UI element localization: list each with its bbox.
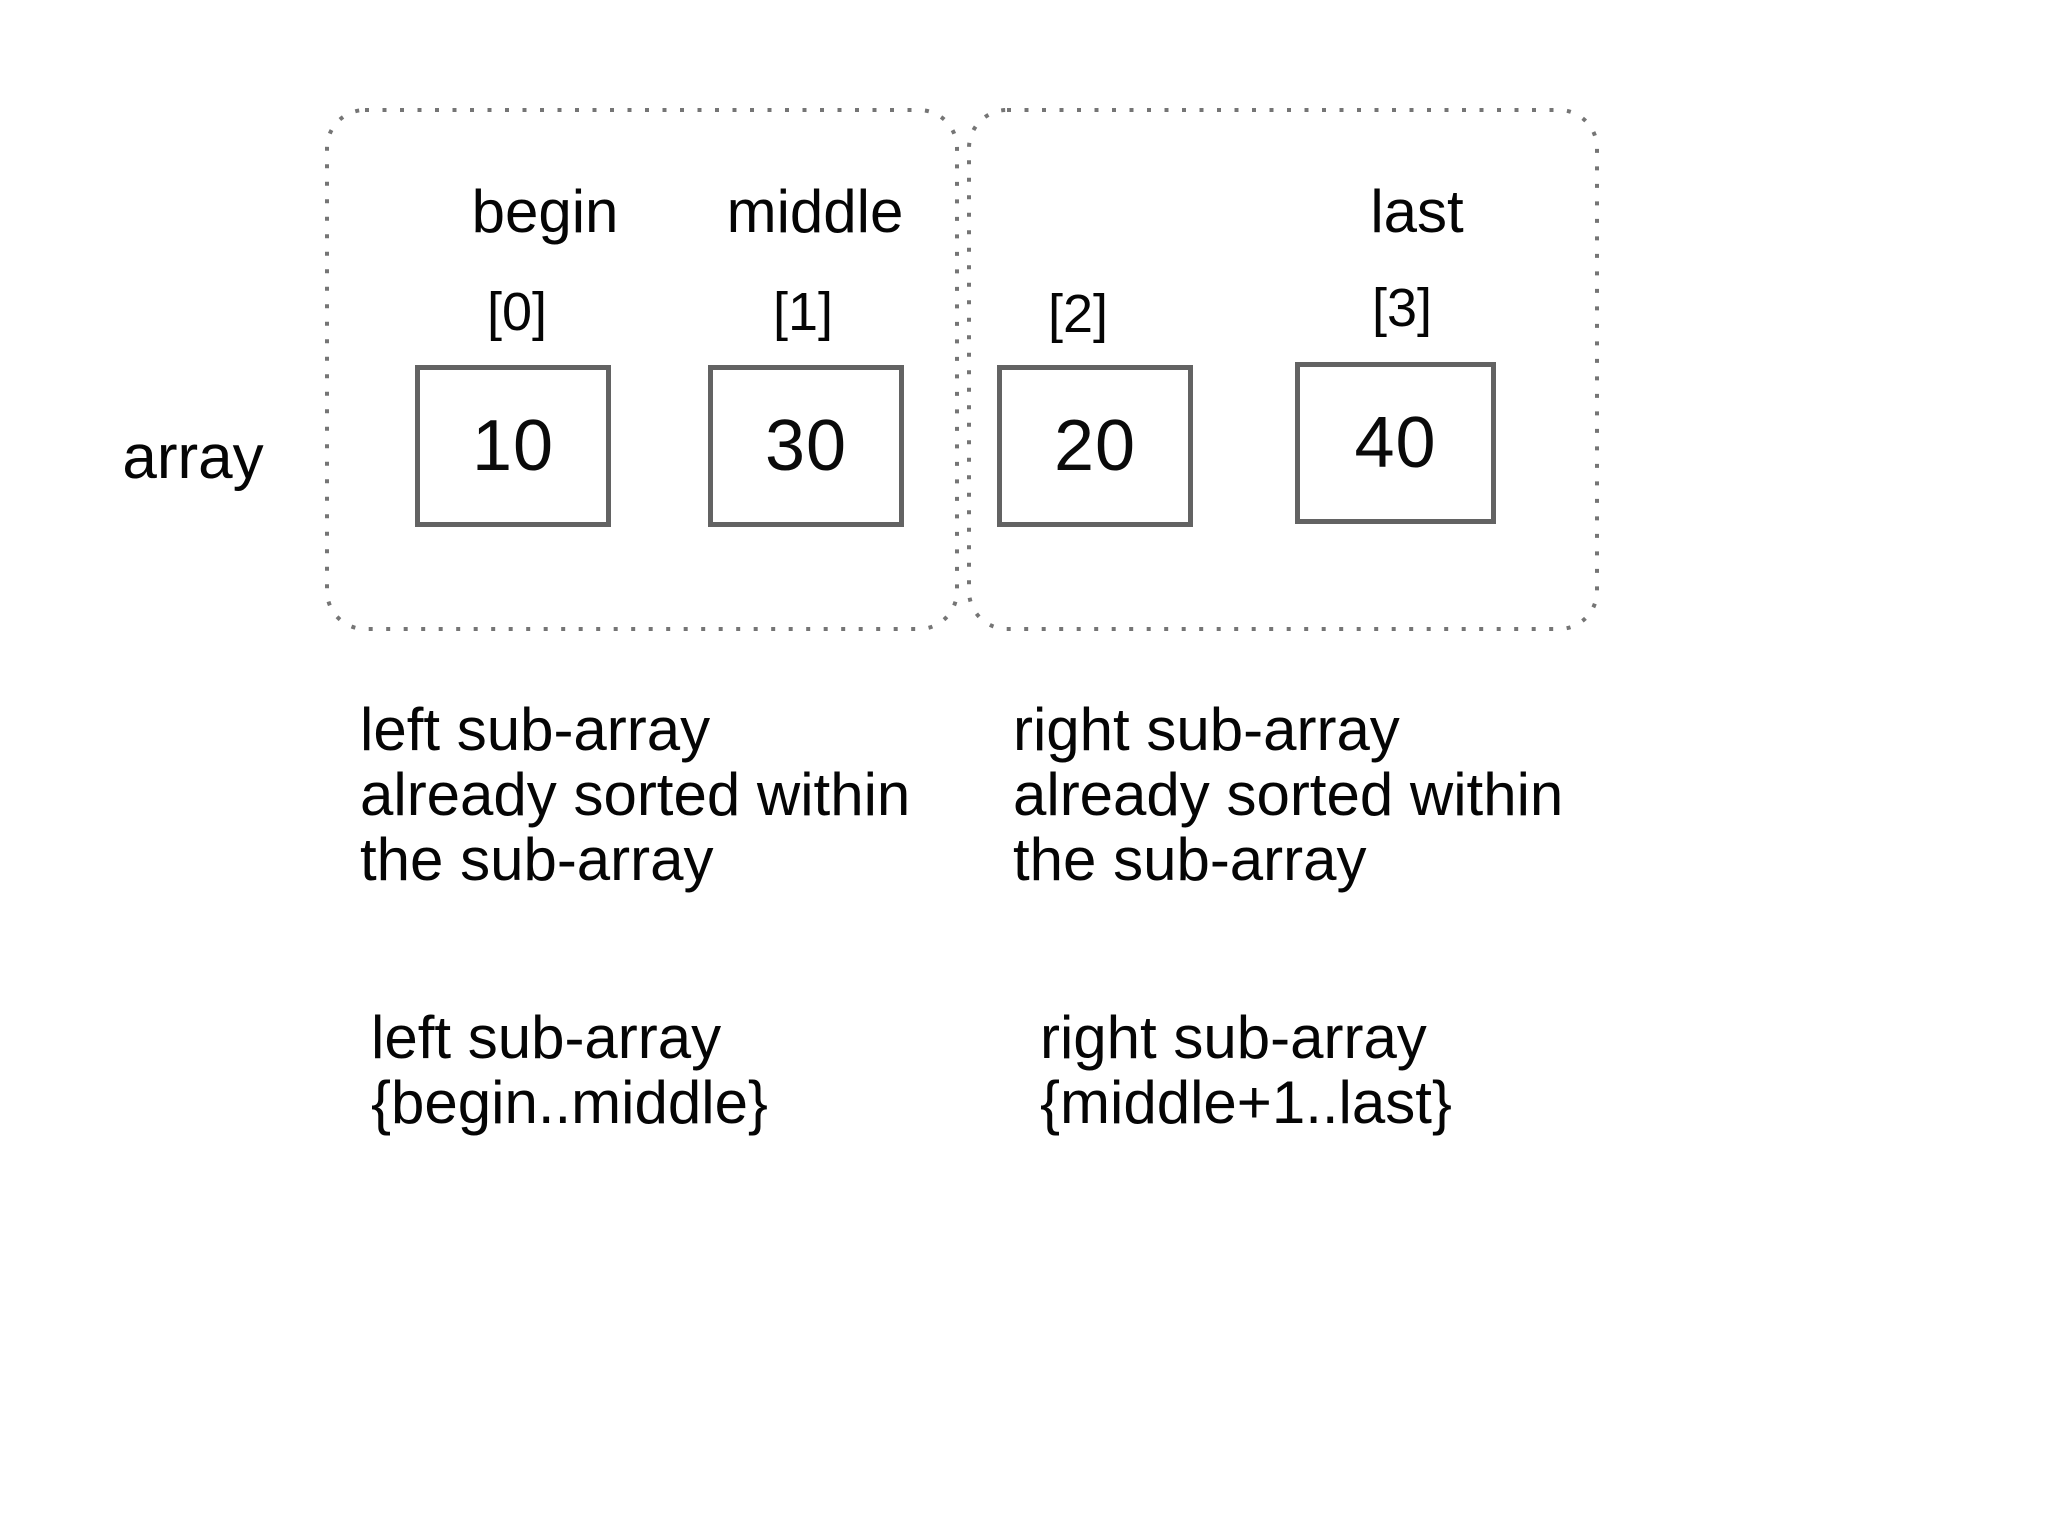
array-cell-1-value: 30 [764, 406, 848, 486]
caption-left-sorted: left sub-array already sorted within the… [360, 697, 910, 892]
caption-right-sorted-line-2: already sorted within [1013, 761, 1564, 828]
array-label: array [122, 423, 264, 492]
index-label-1: [1] [772, 282, 834, 342]
pointer-label-begin: begin [471, 178, 619, 245]
caption-left-sorted-line-2: already sorted within [360, 761, 911, 828]
caption-left-sorted-line-3: the sub-array [360, 826, 714, 893]
caption-right-sorted: right sub-array already sorted within th… [1013, 697, 1563, 892]
array-cell-3: 40 [1295, 362, 1496, 524]
array-cell-0: 10 [415, 365, 611, 527]
array-cell-2-value: 20 [1053, 406, 1137, 486]
caption-right-sorted-line-1: right sub-array [1013, 696, 1400, 763]
pointer-label-middle: middle [726, 178, 904, 245]
caption-left-range-line-1: left sub-array [371, 1004, 722, 1071]
index-label-3: [3] [1371, 278, 1433, 338]
array-cell-2: 20 [997, 365, 1193, 527]
caption-right-range-line-1: right sub-array [1040, 1004, 1427, 1071]
caption-right-range: right sub-array {middle+1..last} [1040, 1005, 1452, 1135]
caption-right-range-line-2: {middle+1..last} [1040, 1069, 1452, 1136]
array-cell-0-value: 10 [471, 406, 555, 486]
array-cell-1: 30 [708, 365, 904, 527]
caption-left-sorted-line-1: left sub-array [360, 696, 711, 763]
pointer-label-last: last [1370, 178, 1464, 245]
index-label-2: [2] [1047, 284, 1109, 344]
caption-right-sorted-line-3: the sub-array [1013, 826, 1367, 893]
caption-left-range: left sub-array {begin..middle} [371, 1005, 768, 1135]
caption-left-range-line-2: {begin..middle} [371, 1069, 768, 1136]
array-cell-3-value: 40 [1354, 403, 1437, 483]
index-label-0: [0] [486, 282, 548, 342]
